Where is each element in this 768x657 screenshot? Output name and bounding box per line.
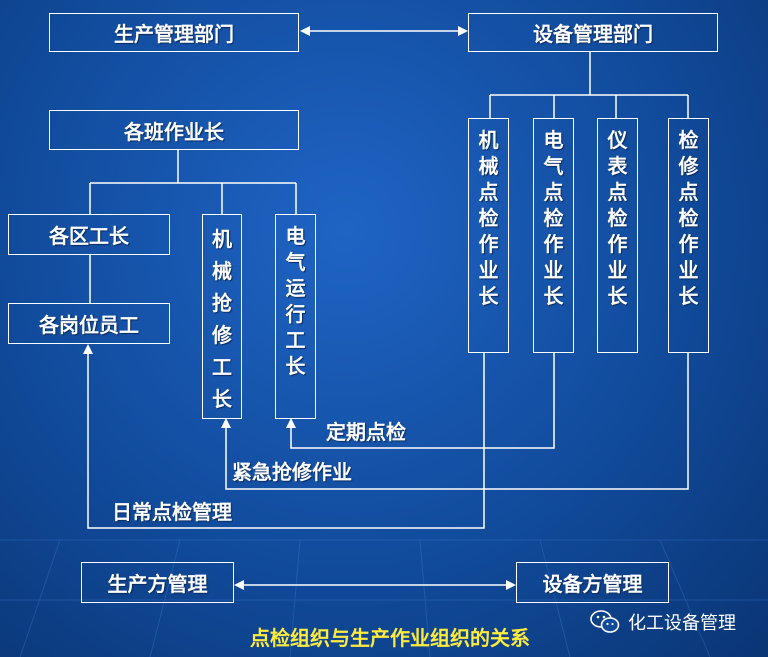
regular-inspection-label: 定期点检: [326, 420, 406, 444]
maint-inspection-label: 检修点检作业长: [678, 128, 699, 308]
mech-repair-foreman-box: 机械抢修工长: [202, 214, 242, 419]
maint-inspection-box: 检修点检作业长: [668, 118, 709, 353]
equipment-side-label: 设备方管理: [542, 572, 643, 596]
elec-run-foreman-label: 电气运行工长: [285, 224, 306, 378]
post-staff-box: 各岗位员工: [8, 303, 170, 344]
production-side-box: 生产方管理: [81, 562, 234, 603]
equipment-side-box: 设备方管理: [516, 562, 669, 603]
instrument-inspection-label: 仪表点检作业长: [607, 128, 628, 308]
shift-leader-label: 各班作业长: [124, 119, 224, 144]
elec-inspection-label: 电气点检作业长: [543, 128, 564, 308]
emergency-repair-label: 紧急抢修作业: [232, 460, 352, 484]
diagram-caption: 点检组织与生产作业组织的关系: [250, 626, 530, 650]
post-staff-label: 各岗位员工: [39, 313, 139, 337]
watermark-text: 化工设备管理: [628, 613, 736, 634]
production-dept-label: 生产管理部门: [114, 22, 234, 46]
mech-inspection-label: 机械点检作业长: [478, 128, 499, 308]
wechat-icon: [590, 610, 620, 633]
elec-run-foreman-box: 电气运行工长: [275, 214, 316, 419]
equipment-dept-box: 设备管理部门: [468, 13, 718, 52]
mech-inspection-box: 机械点检作业长: [468, 118, 509, 353]
shift-leader-box: 各班作业长: [49, 110, 299, 150]
equipment-dept-label: 设备管理部门: [533, 22, 653, 46]
instrument-inspection-box: 仪表点检作业长: [597, 118, 638, 353]
elec-inspection-box: 电气点检作业长: [533, 118, 574, 353]
mech-repair-foreman-label: 机械抢修工长: [212, 227, 232, 411]
watermark: 化工设备管理: [590, 607, 736, 637]
production-dept-box: 生产管理部门: [49, 13, 299, 52]
area-foreman-label: 各区工长: [49, 224, 129, 248]
area-foreman-box: 各区工长: [8, 214, 170, 255]
daily-inspection-label: 日常点检管理: [112, 500, 232, 524]
production-side-label: 生产方管理: [107, 572, 208, 596]
